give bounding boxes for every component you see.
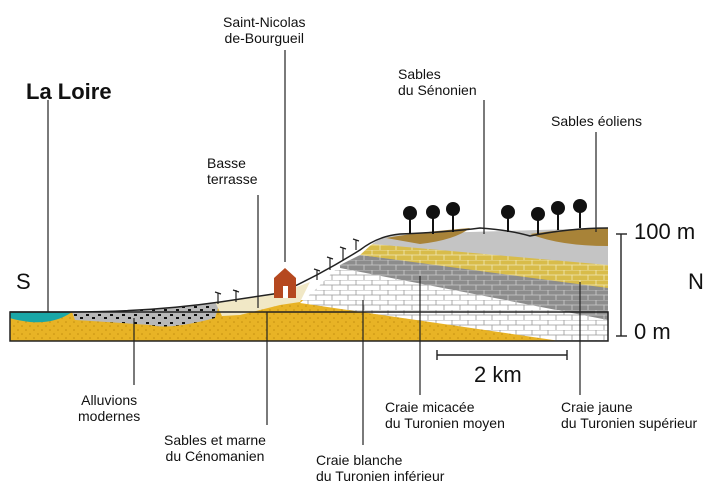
- south-label: S: [16, 269, 31, 294]
- label-line: modernes: [78, 408, 141, 424]
- label-line: du Turonien supérieur: [561, 415, 698, 431]
- layer-craie-micacee: [340, 255, 608, 320]
- height-bottom-label: 0 m: [634, 319, 671, 344]
- label-line: Basse: [207, 155, 246, 171]
- label-line: Alluvions: [81, 392, 138, 408]
- label-eoliens: Sables éoliens: [551, 113, 643, 129]
- distance-scale-bar: [436, 350, 568, 360]
- vine-icons: [214, 238, 360, 304]
- height-scale-bar: [616, 233, 627, 337]
- label-line: Sables et marne: [164, 432, 266, 448]
- label-line: Sables: [398, 66, 441, 82]
- layer-alluvions: [72, 302, 220, 327]
- section-frame: [9, 311, 609, 342]
- layer-basse-terrasse: [215, 282, 310, 316]
- label-line: Craie jaune: [561, 399, 633, 415]
- tree-icons: [403, 199, 587, 234]
- height-top-label: 100 m: [634, 219, 696, 244]
- leader-lines: [47, 50, 597, 445]
- label-line: du Sénonien: [398, 82, 477, 98]
- label-line: du Cénomanien: [165, 448, 265, 464]
- north-label: N: [688, 269, 704, 294]
- house-icon: [274, 268, 296, 298]
- layer-craie-blanche: [300, 265, 608, 341]
- loire-river: [10, 312, 72, 323]
- label-line: du Turonien moyen: [385, 415, 505, 431]
- label-line: terrasse: [207, 171, 258, 187]
- label-line: Saint-Nicolas: [223, 14, 306, 30]
- label-line: de-Bourgueil: [224, 30, 304, 46]
- layer-craie-jaune: [360, 244, 608, 288]
- label-line: du Turonien inférieur: [316, 468, 445, 484]
- label-line: Craie micacée: [385, 399, 475, 415]
- river-label: La Loire: [26, 79, 112, 104]
- ground-surface: [10, 227, 609, 313]
- label-line: Craie blanche: [316, 452, 403, 468]
- distance-scale-label: 2 km: [474, 362, 522, 387]
